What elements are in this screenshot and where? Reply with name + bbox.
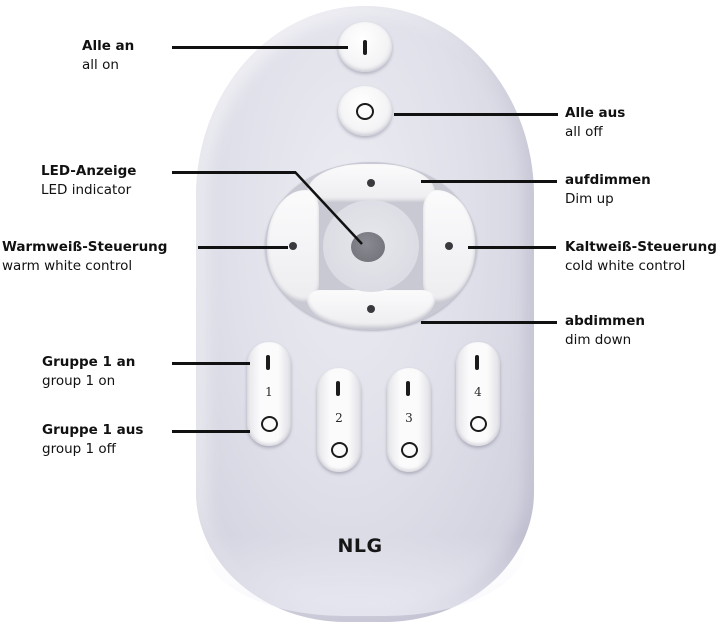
- label-en: all off: [565, 124, 603, 140]
- dot-icon: [445, 242, 453, 250]
- callout-all-off: Alle aus all off: [565, 104, 625, 142]
- label-en: warm white control: [2, 258, 133, 274]
- led-indicator: [351, 232, 385, 262]
- all-off-button[interactable]: [338, 86, 392, 136]
- dot-icon: [367, 179, 375, 187]
- callout-dim-down: abdimmen dim down: [565, 312, 645, 350]
- on-bar-icon: [363, 39, 367, 55]
- group-3-button[interactable]: 3: [387, 368, 431, 472]
- off-ring-icon[interactable]: [331, 442, 348, 458]
- callout-line-all-off: [394, 113, 558, 116]
- group-1-button[interactable]: 1: [247, 342, 291, 446]
- dpad: [265, 162, 477, 330]
- group-4-button[interactable]: 4: [456, 342, 500, 446]
- label-de: Kaltweiß-Steuerung: [565, 239, 717, 255]
- callout-group1-on: Gruppe 1 an group 1 on: [42, 353, 135, 391]
- label-de: abdimmen: [565, 313, 645, 329]
- callout-line-dim-down: [421, 321, 557, 324]
- label-en: cold white control: [565, 258, 686, 274]
- label-de: Alle aus: [565, 105, 626, 121]
- off-ring-icon[interactable]: [401, 442, 418, 458]
- group-number: 3: [405, 411, 413, 425]
- label-en: group 1 on: [42, 373, 116, 389]
- callout-line-cold: [468, 246, 556, 249]
- on-bar-icon[interactable]: [475, 355, 479, 370]
- dim-up-button[interactable]: [307, 164, 435, 202]
- dot-icon: [289, 242, 297, 250]
- label-de: aufdimmen: [565, 172, 651, 188]
- label-en: LED indicator: [41, 182, 132, 198]
- brand-logo: NLG: [337, 535, 383, 557]
- dim-down-button[interactable]: [307, 290, 435, 328]
- label-en: group 1 off: [42, 441, 116, 457]
- on-bar-icon[interactable]: [266, 355, 270, 370]
- group-number: 4: [474, 385, 482, 399]
- callout-warm-white: Warmweiß-Steuerung warm white control: [2, 238, 167, 276]
- group-number: 1: [265, 385, 273, 399]
- callout-line-warm: [198, 246, 288, 249]
- callout-dim-up: aufdimmen Dim up: [565, 171, 651, 209]
- label-de: Gruppe 1 an: [42, 354, 136, 370]
- callout-cold-white: Kaltweiß-Steuerung cold white control: [565, 238, 717, 276]
- callout-led-indicator: LED-Anzeige LED indicator: [41, 162, 136, 200]
- label-de: Alle an: [82, 38, 135, 54]
- label-en: all on: [82, 57, 119, 73]
- group-number: 2: [335, 411, 343, 425]
- label-en: dim down: [565, 332, 632, 348]
- callout-group1-off: Gruppe 1 aus group 1 off: [42, 421, 143, 459]
- off-ring-icon[interactable]: [470, 416, 487, 432]
- label-de: Warmweiß-Steuerung: [2, 239, 168, 255]
- label-de: LED-Anzeige: [41, 163, 137, 179]
- off-ring-icon: [356, 102, 374, 120]
- callout-line-group1-off: [172, 430, 250, 433]
- callout-line-led: [172, 171, 296, 174]
- dot-icon: [367, 305, 375, 313]
- label-de: Gruppe 1 aus: [42, 422, 144, 438]
- group-2-button[interactable]: 2: [317, 368, 361, 472]
- callout-all-on: Alle an all on: [82, 37, 134, 75]
- callout-line-all-on: [172, 46, 348, 49]
- on-bar-icon[interactable]: [406, 381, 410, 396]
- callout-line-dim-up: [421, 180, 557, 183]
- on-bar-icon[interactable]: [336, 381, 340, 396]
- callout-line-group1-on: [172, 362, 250, 365]
- label-en: Dim up: [565, 191, 614, 207]
- off-ring-icon[interactable]: [261, 416, 278, 432]
